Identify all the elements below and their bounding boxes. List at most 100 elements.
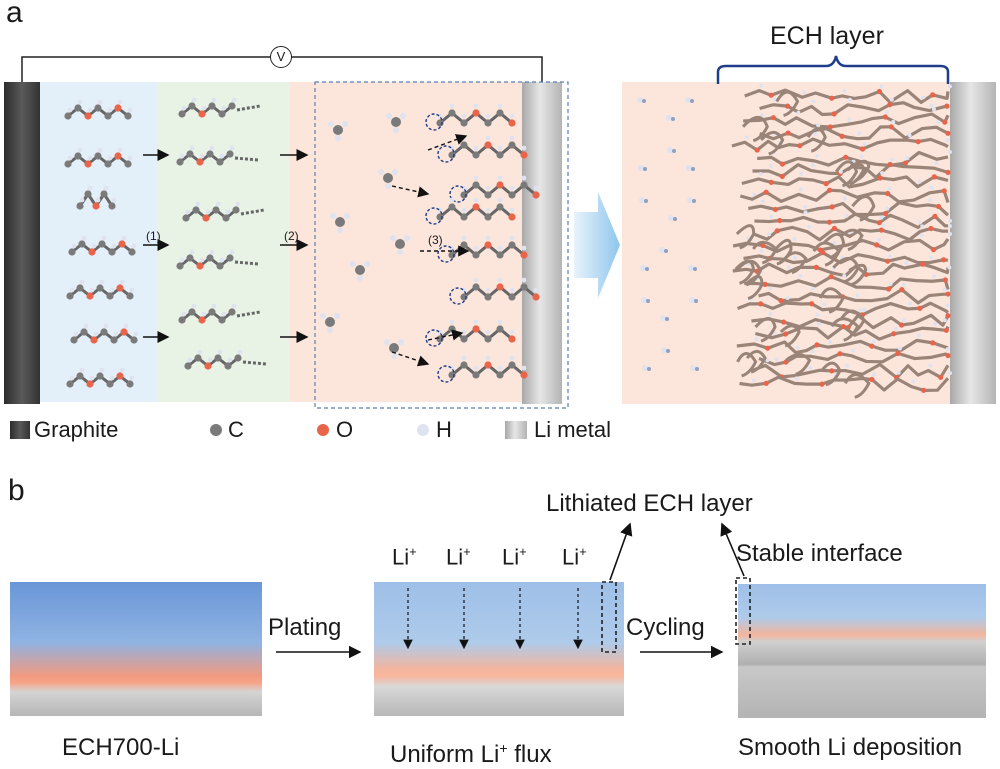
hydrogen-atom — [759, 83, 764, 88]
hydrogen-species — [672, 149, 676, 153]
carbon-atom — [80, 328, 88, 336]
hydrogen-species — [645, 267, 649, 271]
carbon-atom — [108, 248, 116, 256]
hydrogen-atom — [795, 345, 800, 350]
carbon-atom — [208, 308, 216, 316]
methyl-carbon — [335, 217, 345, 227]
oxygen-atom — [938, 374, 944, 380]
oxygen-atom — [876, 220, 882, 226]
radical-site — [425, 329, 443, 347]
hydrogen-atom — [799, 171, 804, 176]
molecules-column-2 — [176, 97, 267, 370]
radical-site — [437, 245, 455, 263]
oxygen-atom — [758, 301, 764, 307]
hydrogen-atom — [857, 131, 862, 136]
carbon-atom — [234, 354, 242, 362]
methyl-hydrogen — [344, 213, 350, 219]
methyl-hydrogen — [384, 339, 390, 345]
oxygen-atom — [774, 228, 780, 234]
hydrogen-species — [641, 297, 647, 303]
step-1-label: (1) — [146, 229, 161, 243]
carbon-atom — [226, 254, 234, 262]
hydrogen-atom — [859, 154, 864, 159]
hydrogen-atom — [802, 90, 807, 95]
hydrogen-atom — [744, 135, 749, 140]
hydrogen-atom — [803, 210, 808, 215]
oxygen-atom — [885, 258, 891, 264]
hydrogen-atom — [810, 286, 815, 291]
legend-icons — [10, 421, 527, 439]
hydrogen-atom — [919, 233, 924, 238]
oxygen-atom — [869, 376, 875, 383]
methyl-hydrogen — [393, 127, 399, 133]
carbon-atom — [228, 308, 236, 316]
oxygen-atom — [120, 328, 128, 336]
hydrogen-atom — [794, 376, 799, 381]
carbon-atom — [216, 158, 224, 166]
oxygen-atom — [777, 217, 783, 224]
ech-crosslink — [835, 160, 859, 188]
oxygen-atom — [779, 161, 785, 167]
oxygen-atom — [84, 112, 92, 120]
ech-crosslink — [839, 309, 866, 336]
plating-label: Plating — [268, 614, 342, 641]
carbon-atom — [216, 262, 224, 270]
hydrogen-species — [673, 217, 677, 221]
electrolyte-zone-1 — [40, 82, 158, 402]
oxygen-atom — [831, 225, 837, 232]
oxygen-atom — [930, 246, 937, 253]
hydrogen-atom — [911, 379, 916, 384]
hydrogen-atom — [881, 223, 886, 228]
cycling-label: Cycling — [626, 614, 705, 641]
oxygen-atom — [882, 114, 888, 120]
oxygen-atom — [878, 227, 884, 233]
hydrogen-atom — [890, 157, 895, 162]
methyl-hydrogen — [337, 227, 343, 233]
hydrogen-species — [659, 247, 665, 253]
ech-crosslink — [736, 352, 758, 378]
hydrogen-atom — [888, 282, 893, 287]
graphite-electrode — [4, 82, 40, 404]
hydrogen-species — [694, 299, 698, 303]
right-li-metal — [950, 82, 996, 404]
li-ion-label-2: Li+ — [446, 544, 471, 570]
oxygen-atom — [843, 154, 849, 160]
hydrogen-atom — [858, 308, 863, 313]
carbon-atom — [124, 112, 132, 120]
methyl-hydrogen — [364, 261, 370, 267]
ech-crosslink — [820, 361, 842, 387]
hydrogen-atom — [945, 303, 950, 308]
hydrogen-atom — [948, 224, 952, 229]
ech-crosslink — [741, 115, 769, 143]
hydrogen-atom — [785, 295, 790, 300]
carbon-atom — [224, 362, 232, 370]
carbon-atom — [188, 102, 196, 110]
hydrogen-atom — [947, 265, 952, 270]
oxygen-atom — [90, 336, 98, 344]
hydrogen-atom — [847, 97, 852, 102]
oxygen-atom — [198, 316, 206, 324]
oxygen-atom — [785, 130, 791, 136]
carbon-atom — [108, 202, 116, 210]
ech-crosslink — [846, 163, 866, 186]
hydrogen-species — [695, 367, 699, 371]
hydrogen-atom — [807, 224, 812, 229]
voltmeter-icon: V — [270, 46, 292, 68]
hydrogen-atom — [936, 120, 941, 125]
hydrogen-atom — [916, 333, 921, 338]
hydrogen-atom — [815, 312, 820, 317]
oxygen-atom — [940, 257, 947, 263]
oxygen-atom — [114, 152, 122, 160]
hydrogen-atom — [879, 84, 884, 89]
caption-ech700-li: ECH700-Li — [62, 734, 180, 761]
carbon-atom — [104, 112, 112, 120]
hydrogen-atom — [948, 149, 952, 154]
oxygen-atom — [116, 372, 124, 380]
hydrogen-atom — [802, 204, 807, 209]
ech-crosslink — [760, 130, 785, 156]
carbon-atom — [214, 354, 222, 362]
oxygen-atom — [809, 301, 815, 307]
carbon-atom — [98, 240, 106, 248]
hydrogen-atom — [796, 110, 801, 115]
carbon-atom — [78, 240, 86, 248]
